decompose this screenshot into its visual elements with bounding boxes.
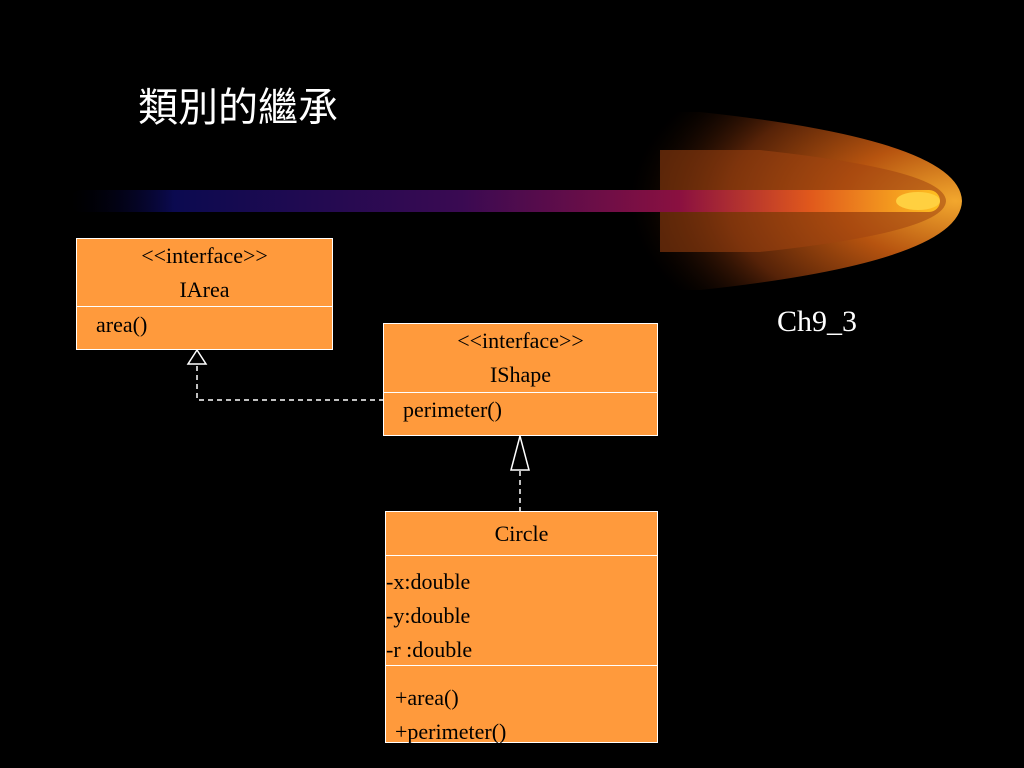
circle-method: +area() bbox=[395, 685, 459, 710]
comet-core bbox=[896, 192, 940, 210]
ishape-name: IShape bbox=[489, 362, 552, 387]
realization-circle-to-ishape bbox=[510, 433, 530, 512]
iarea-methods: area() bbox=[77, 307, 332, 338]
uml-class-circle: Circle -x:double -y:double -r :double +a… bbox=[385, 511, 658, 744]
comet-beam bbox=[70, 190, 940, 212]
slide-title: 類別的繼承 bbox=[138, 85, 338, 131]
uml-interface-ishape: <<interface>> IShape perimeter() bbox=[383, 323, 658, 436]
chapter-label: Ch9_3 bbox=[777, 305, 858, 338]
circle-attribute: -x:double bbox=[386, 569, 471, 594]
iarea-header: <<interface>> IArea bbox=[77, 239, 332, 307]
comet-graphic bbox=[70, 112, 962, 290]
circle-attribute: -r :double bbox=[386, 637, 473, 662]
realization-arrowhead-ishape bbox=[510, 433, 530, 471]
iarea-name: IArea bbox=[179, 277, 230, 302]
circle-method: +perimeter() bbox=[395, 719, 507, 744]
iarea-method: area() bbox=[96, 312, 148, 337]
circle-methods: +area() +perimeter() bbox=[386, 666, 657, 749]
circle-header: Circle bbox=[386, 512, 657, 556]
uml-interface-iarea: <<interface>> IArea area() bbox=[76, 238, 333, 350]
realization-ishape-to-iarea bbox=[186, 348, 384, 401]
ishape-method: perimeter() bbox=[403, 397, 502, 422]
circle-name: Circle bbox=[494, 521, 549, 546]
realization-arrowhead-iarea bbox=[186, 348, 208, 365]
circle-attribute: -y:double bbox=[386, 603, 471, 628]
ishape-methods: perimeter() bbox=[384, 393, 657, 423]
circle-attributes: -x:double -y:double -r :double bbox=[386, 556, 657, 666]
ishape-header: <<interface>> IShape bbox=[384, 324, 657, 393]
iarea-stereotype: <<interface>> bbox=[141, 243, 268, 268]
ishape-stereotype: <<interface>> bbox=[457, 328, 584, 353]
